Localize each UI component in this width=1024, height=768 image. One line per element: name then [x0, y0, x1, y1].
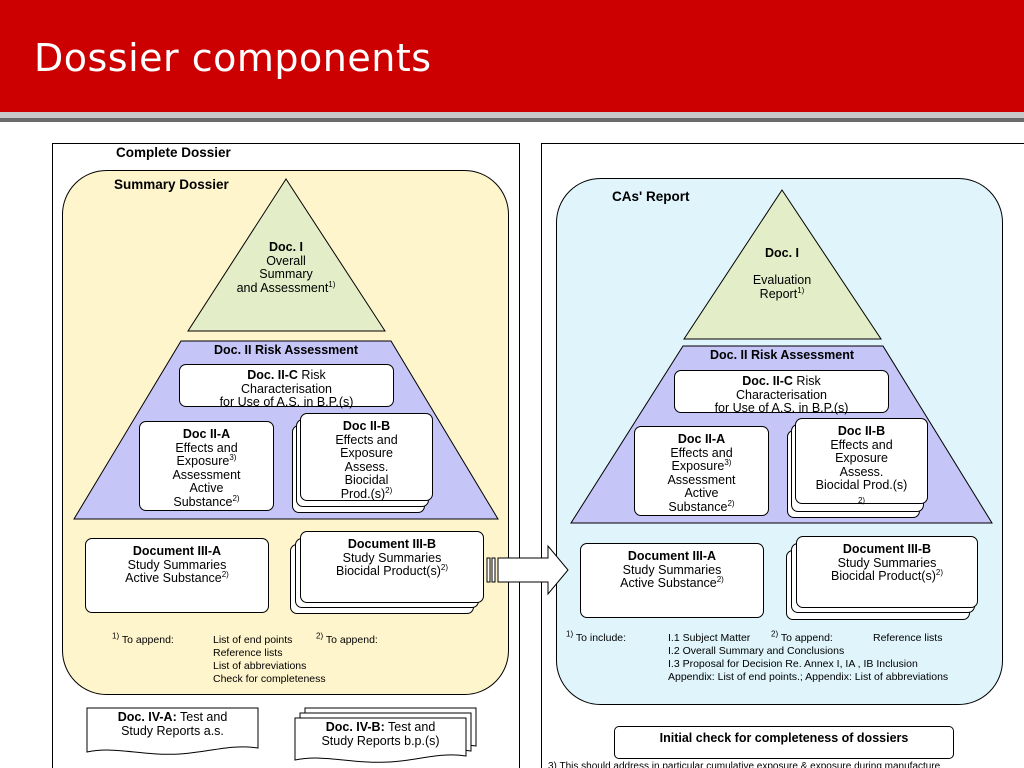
doc3b-box: Document III-B Study Summaries Biocidal …	[796, 536, 978, 608]
transfer-arrow-icon	[486, 544, 569, 596]
note-1-items: I.1 Subject Matter I.2 Overall Summary a…	[668, 632, 949, 683]
doc4a-shape	[86, 707, 259, 755]
cas-report-label: CAs' Report	[612, 189, 690, 204]
doc2-label: Doc. II Risk Assessment	[213, 343, 359, 357]
doc2a-box: Doc II-A Effects and Exposure3) Assessme…	[634, 426, 769, 516]
page-title: Dossier components	[34, 36, 432, 80]
doc3a-box: Document III-A Study Summaries Active Su…	[85, 538, 269, 613]
doc2c-box: Doc. II-C Risk Characterisation for Use …	[674, 370, 889, 415]
doc4b-text: Doc. IV-B: Test and Study Reports b.p.(s…	[321, 720, 440, 748]
divider	[0, 118, 1024, 122]
doc3b-box: Document III-B Study Summaries Biocidal …	[300, 531, 484, 603]
complete-dossier-label: Complete Dossier	[116, 145, 231, 160]
summary-dossier-label: Summary Dossier	[114, 177, 229, 192]
note-1-label: 1) To append:	[112, 631, 174, 646]
title-bar	[0, 0, 1024, 112]
footnote-3: 3) This should address in particular cum…	[548, 761, 941, 768]
doc3a-box: Document III-A Study Summaries Active Su…	[580, 543, 764, 618]
divider	[0, 112, 1024, 118]
doc2c-box: Doc. II-C Risk Characterisation for Use …	[179, 364, 394, 409]
note-2-item: Reference lists	[873, 632, 943, 644]
doc1-text: Doc. I Overall Summary and Assessment1)	[236, 240, 336, 295]
doc1-text: Doc. I Evaluation Report1)	[752, 246, 812, 301]
note-1-label: 1) To include:	[566, 629, 627, 644]
note-2-label: 2) To append:	[316, 631, 378, 646]
doc4a-text: Doc. IV-A: Test and Study Reports a.s.	[117, 710, 228, 738]
initial-check-box: Initial check for completeness of dossie…	[614, 726, 954, 759]
note-1-items: List of end points Reference lists List …	[213, 634, 326, 685]
doc1-triangle	[187, 178, 386, 332]
doc2a-box: Doc II-A Effects and Exposure3) Assessme…	[139, 421, 274, 511]
doc2-label: Doc. II Risk Assessment	[709, 348, 855, 362]
doc2b-box: Doc II-B Effects and Exposure Assess. Bi…	[795, 418, 928, 505]
doc1-triangle	[683, 189, 882, 340]
note-2-label: 2) To append:	[771, 629, 833, 644]
doc2b-box: Doc II-B Effects and Exposure Assess. Bi…	[300, 413, 433, 501]
